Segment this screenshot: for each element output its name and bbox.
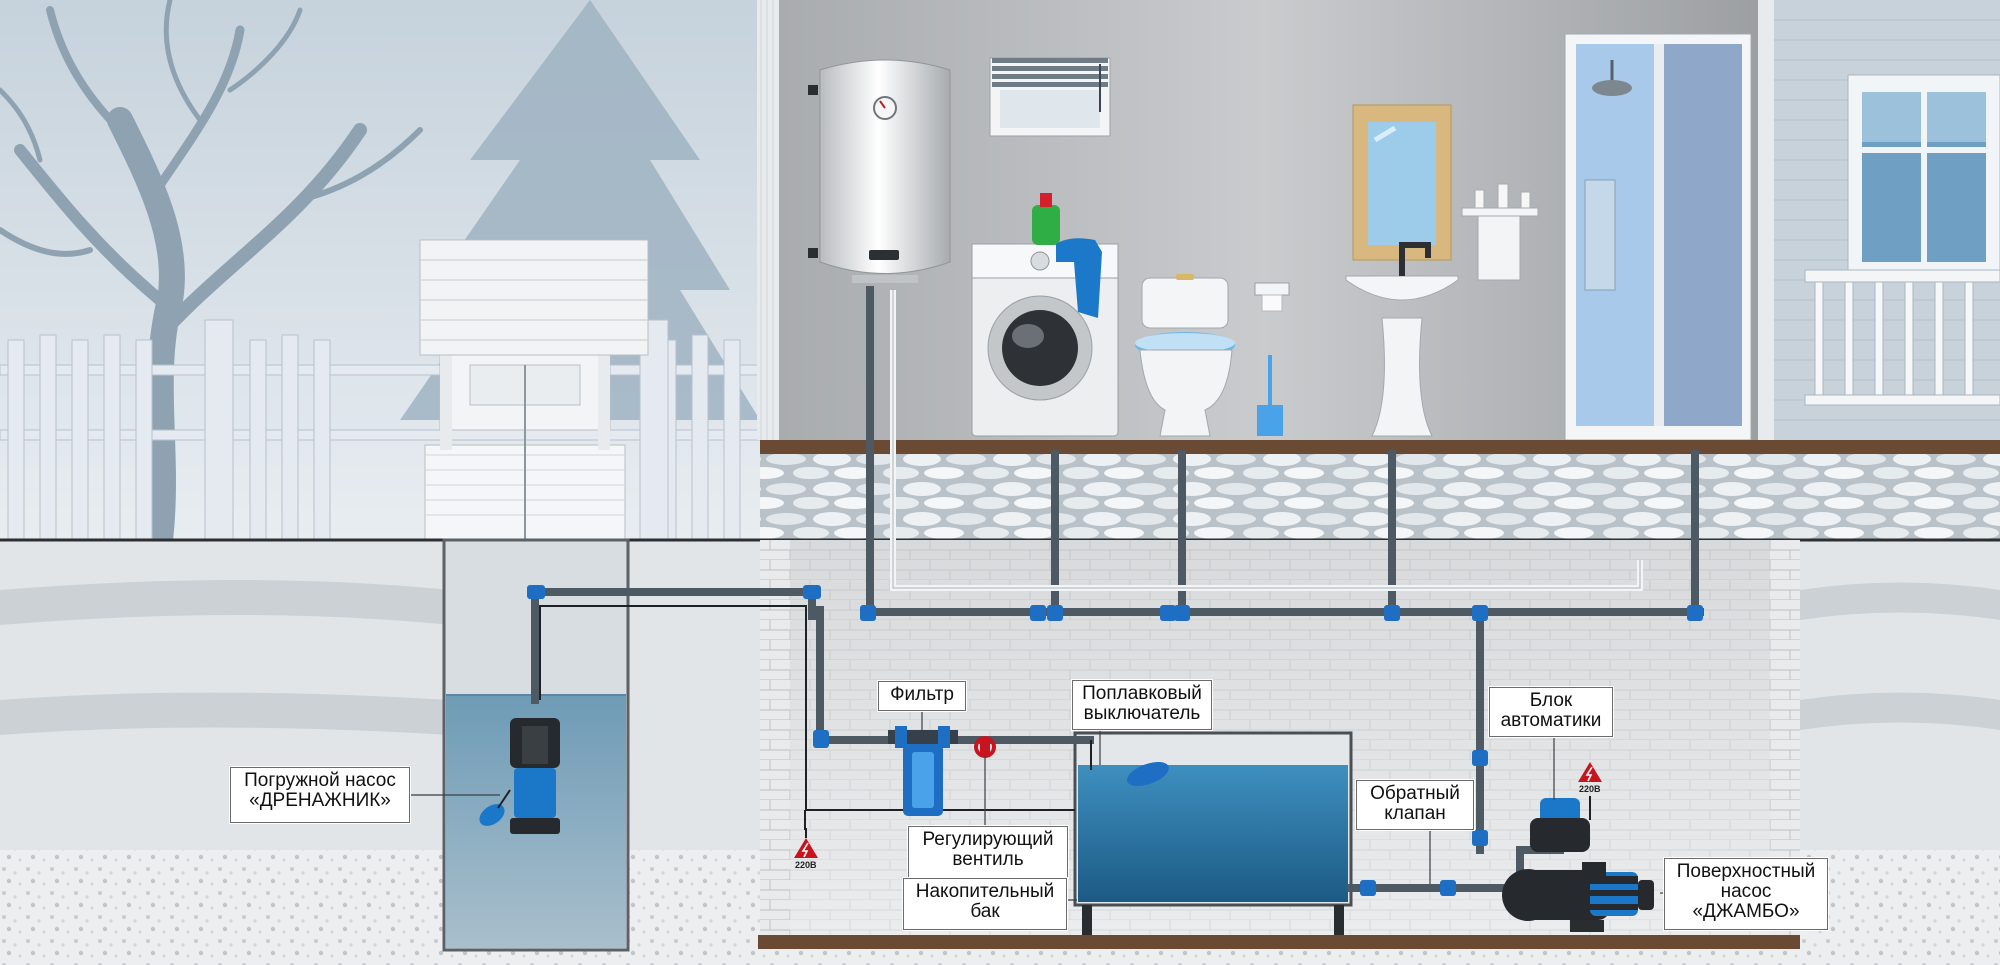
check-valve-label: Обратный клапан	[1356, 780, 1474, 830]
voltage-label-right: 220В	[1579, 784, 1601, 794]
lightning-warning-icon	[794, 828, 818, 858]
lightning-warning-icon	[1578, 762, 1602, 820]
regulating-valve-label: Регулирующий вентиль	[908, 826, 1068, 878]
filter-label: Фильтр	[878, 681, 966, 711]
float-switch-label: Поплавковый выключатель	[1072, 680, 1212, 730]
automation-block-label: Блок автоматики	[1489, 687, 1613, 737]
submersible-pump-label: Погружной насос «ДРЕНАЖНИК»	[230, 767, 410, 823]
surface-pump-label: Поверхностный насос «ДЖАМБО»	[1664, 858, 1828, 930]
voltage-label-left: 220В	[795, 860, 817, 870]
storage-tank-label: Накопительный бак	[903, 878, 1067, 930]
